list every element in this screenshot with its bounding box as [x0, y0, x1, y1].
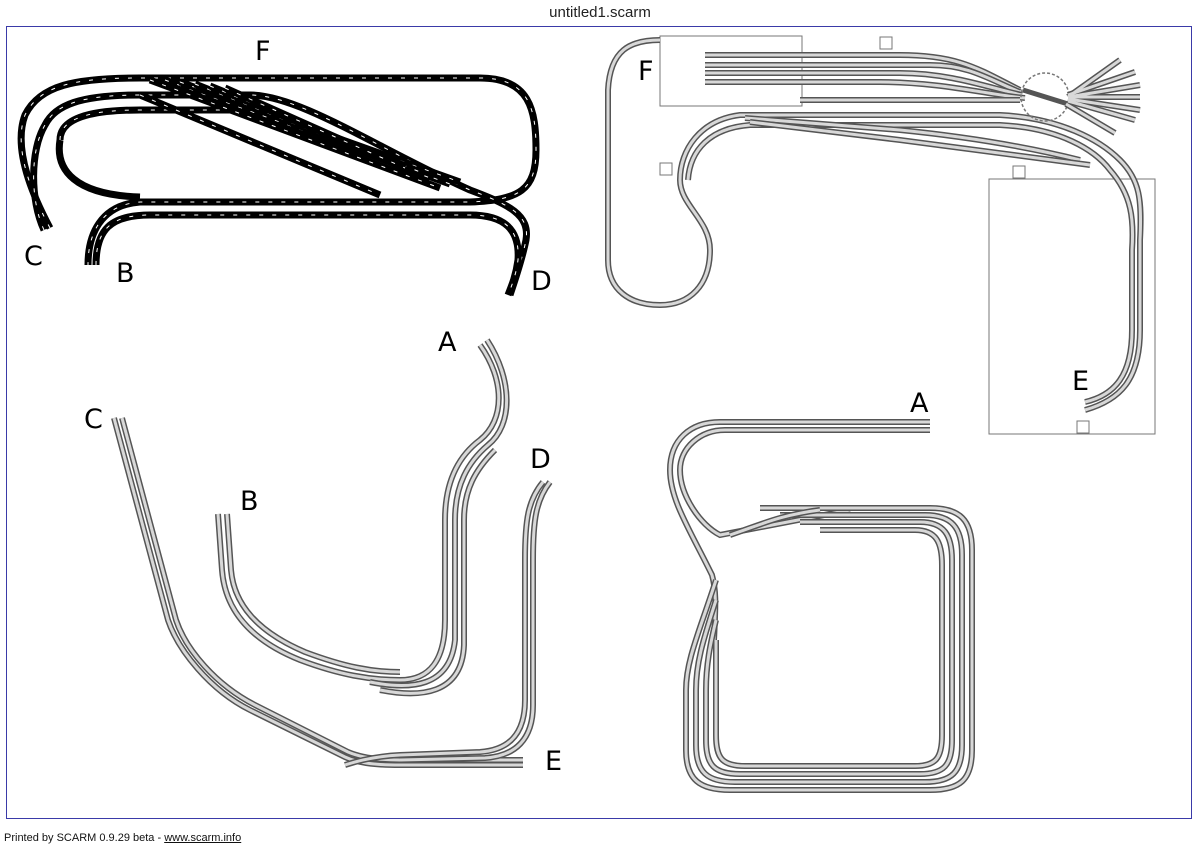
document-title: untitled1.scarm [549, 4, 651, 21]
grey-second-loop [685, 122, 1136, 405]
label-e-top-right: E [1072, 366, 1089, 397]
turntable-bridge [1022, 87, 1069, 107]
label-c-bottom-left: C [84, 404, 103, 435]
label-f-top-right: F [638, 56, 654, 87]
bottom-left-layout: A C B D E [84, 327, 562, 777]
label-b-top-left: B [116, 258, 135, 289]
label-a-bottom-right: A [910, 388, 929, 419]
print-footer: Printed by SCARM 0.9.29 beta - www.scarm… [4, 832, 241, 844]
connector-square [1012, 165, 1026, 179]
turntable-stall-tracks [1064, 57, 1141, 136]
grey-mainline-loop [605, 37, 1144, 413]
connector-square [1076, 420, 1090, 434]
scarm-website-link[interactable]: www.scarm.info [164, 832, 242, 844]
region-box-e [988, 178, 1156, 435]
grey-track-d-branch [344, 480, 553, 768]
dark-track-lower-pair [92, 211, 522, 297]
turntable [1020, 57, 1141, 136]
label-a-bottom-left: A [438, 327, 457, 358]
printed-by-text: Printed by SCARM 0.9.29 beta - [4, 832, 165, 844]
bottom-right-layout: A [666, 388, 975, 793]
grey-yard-tracks [705, 52, 1091, 168]
grey-track-a-lead [666, 419, 930, 641]
label-b-bottom-left: B [240, 486, 259, 517]
dark-yard-diagonals [138, 76, 462, 199]
grey-track-b-to-a [215, 338, 510, 697]
label-f-top-left: F [255, 36, 271, 67]
connector-square [659, 162, 673, 176]
label-c-top-left: C [24, 241, 43, 272]
top-left-layout: F C B D [17, 36, 552, 297]
top-right-layout: F E [605, 35, 1156, 435]
grey-staging-ovals [683, 505, 975, 793]
connector-square [879, 36, 893, 50]
label-d-top-left: D [531, 266, 552, 297]
dark-track-inner-loop [30, 91, 530, 297]
dark-track-outer-loop [17, 74, 540, 266]
label-d-bottom-left: D [530, 444, 551, 475]
print-frame [6, 26, 1192, 819]
label-e-bottom-left: E [545, 746, 562, 777]
